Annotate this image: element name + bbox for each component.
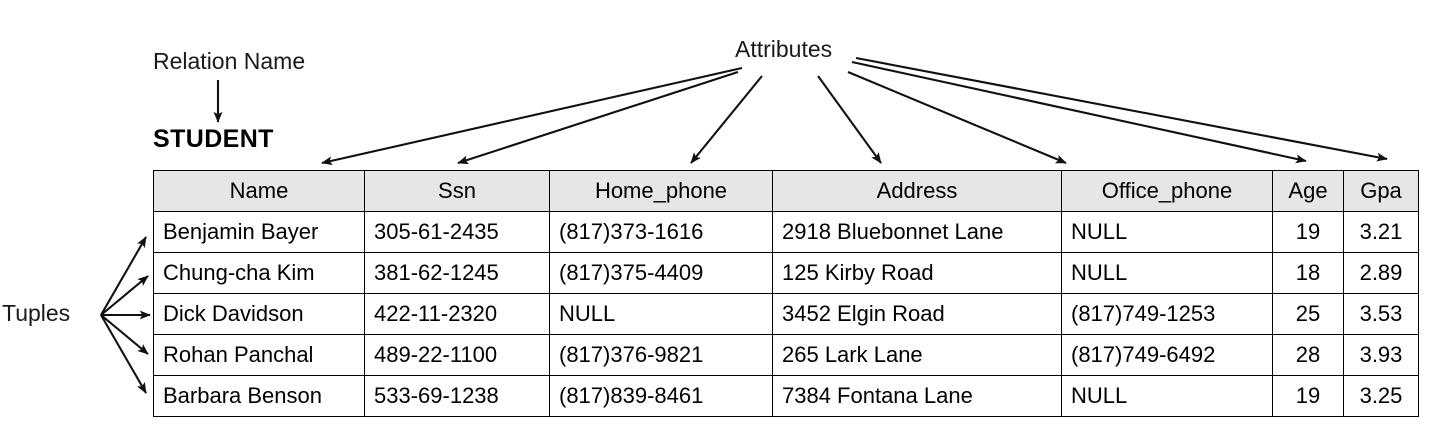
cell-ssn: 533-69-1238 <box>364 375 550 417</box>
cell-ssn: 422-11-2320 <box>364 293 550 335</box>
cell-name: Rohan Panchal <box>153 334 365 376</box>
table-header-row: Name Ssn Home_phone Address Office_phone… <box>153 170 1419 212</box>
column-header-name[interactable]: Name <box>153 170 365 212</box>
arrow-attributes-to-gpa <box>855 56 1388 162</box>
cell-name: Benjamin Bayer <box>153 211 365 253</box>
arrow-attributes-to-office-phone <box>847 71 1067 164</box>
cell-home-phone: NULL <box>549 293 773 335</box>
cell-office-phone: (817)749-6492 <box>1061 334 1273 376</box>
arrow-attributes-to-name <box>321 66 743 166</box>
student-relation-table: Name Ssn Home_phone Address Office_phone… <box>153 170 1419 417</box>
column-header-ssn[interactable]: Ssn <box>364 170 550 212</box>
arrow-tuples-to-row-1 <box>100 236 147 316</box>
cell-office-phone: NULL <box>1061 252 1273 294</box>
cell-office-phone: NULL <box>1061 211 1273 253</box>
cell-home-phone: (817)376-9821 <box>549 334 773 376</box>
cell-ssn: 305-61-2435 <box>364 211 550 253</box>
attributes-annotation: Attributes <box>735 36 833 62</box>
cell-address: 3452 Elgin Road <box>772 293 1062 335</box>
cell-gpa: 3.53 <box>1343 293 1419 335</box>
table-row: Barbara Benson 533-69-1238 (817)839-8461… <box>153 375 1419 417</box>
relation-name-annotation: Relation Name <box>153 48 306 74</box>
arrow-attributes-to-ssn <box>457 71 739 165</box>
column-header-home-phone[interactable]: Home_phone <box>549 170 773 212</box>
cell-name: Chung-cha Kim <box>153 252 365 294</box>
cell-address: 7384 Fontana Lane <box>772 375 1062 417</box>
cell-name: Barbara Benson <box>153 375 365 417</box>
column-header-age[interactable]: Age <box>1272 170 1344 212</box>
table-row: Benjamin Bayer 305-61-2435 (817)373-1616… <box>153 211 1419 253</box>
cell-address: 265 Lark Lane <box>772 334 1062 376</box>
cell-address: 125 Kirby Road <box>772 252 1062 294</box>
table-row: Dick Davidson 422-11-2320 NULL 3452 Elgi… <box>153 293 1419 335</box>
cell-gpa: 3.25 <box>1343 375 1419 417</box>
column-header-office-phone[interactable]: Office_phone <box>1061 170 1273 212</box>
cell-name: Dick Davidson <box>153 293 365 335</box>
cell-home-phone: (817)375-4409 <box>549 252 773 294</box>
arrow-tuples-to-row-5 <box>100 314 147 394</box>
cell-ssn: 381-62-1245 <box>364 252 550 294</box>
cell-home-phone: (817)373-1616 <box>549 211 773 253</box>
arrow-tuples-to-row-4 <box>100 314 149 355</box>
cell-gpa: 3.93 <box>1343 334 1419 376</box>
cell-ssn: 489-22-1100 <box>364 334 550 376</box>
cell-age: 28 <box>1272 334 1344 376</box>
column-header-gpa[interactable]: Gpa <box>1343 170 1419 212</box>
cell-address: 2918 Bluebonnet Lane <box>772 211 1062 253</box>
table-row: Chung-cha Kim 381-62-1245 (817)375-4409 … <box>153 252 1419 294</box>
cell-office-phone: (817)749-1253 <box>1061 293 1273 335</box>
cell-office-phone: NULL <box>1061 375 1273 417</box>
column-header-address[interactable]: Address <box>772 170 1062 212</box>
tuples-annotation: Tuples <box>2 300 71 326</box>
table-row: Rohan Panchal 489-22-1100 (817)376-9821 … <box>153 334 1419 376</box>
cell-age: 19 <box>1272 375 1344 417</box>
arrow-attributes-to-age <box>851 60 1307 164</box>
cell-age: 18 <box>1272 252 1344 294</box>
cell-gpa: 3.21 <box>1343 211 1419 253</box>
cell-age: 19 <box>1272 211 1344 253</box>
arrow-attributes-to-address <box>817 75 882 164</box>
cell-gpa: 2.89 <box>1343 252 1419 294</box>
relation-title: STUDENT <box>153 125 274 153</box>
arrow-tuples-to-row-2 <box>100 275 149 316</box>
arrow-attributes-to-home-phone <box>690 75 763 164</box>
cell-home-phone: (817)839-8461 <box>549 375 773 417</box>
cell-age: 25 <box>1272 293 1344 335</box>
